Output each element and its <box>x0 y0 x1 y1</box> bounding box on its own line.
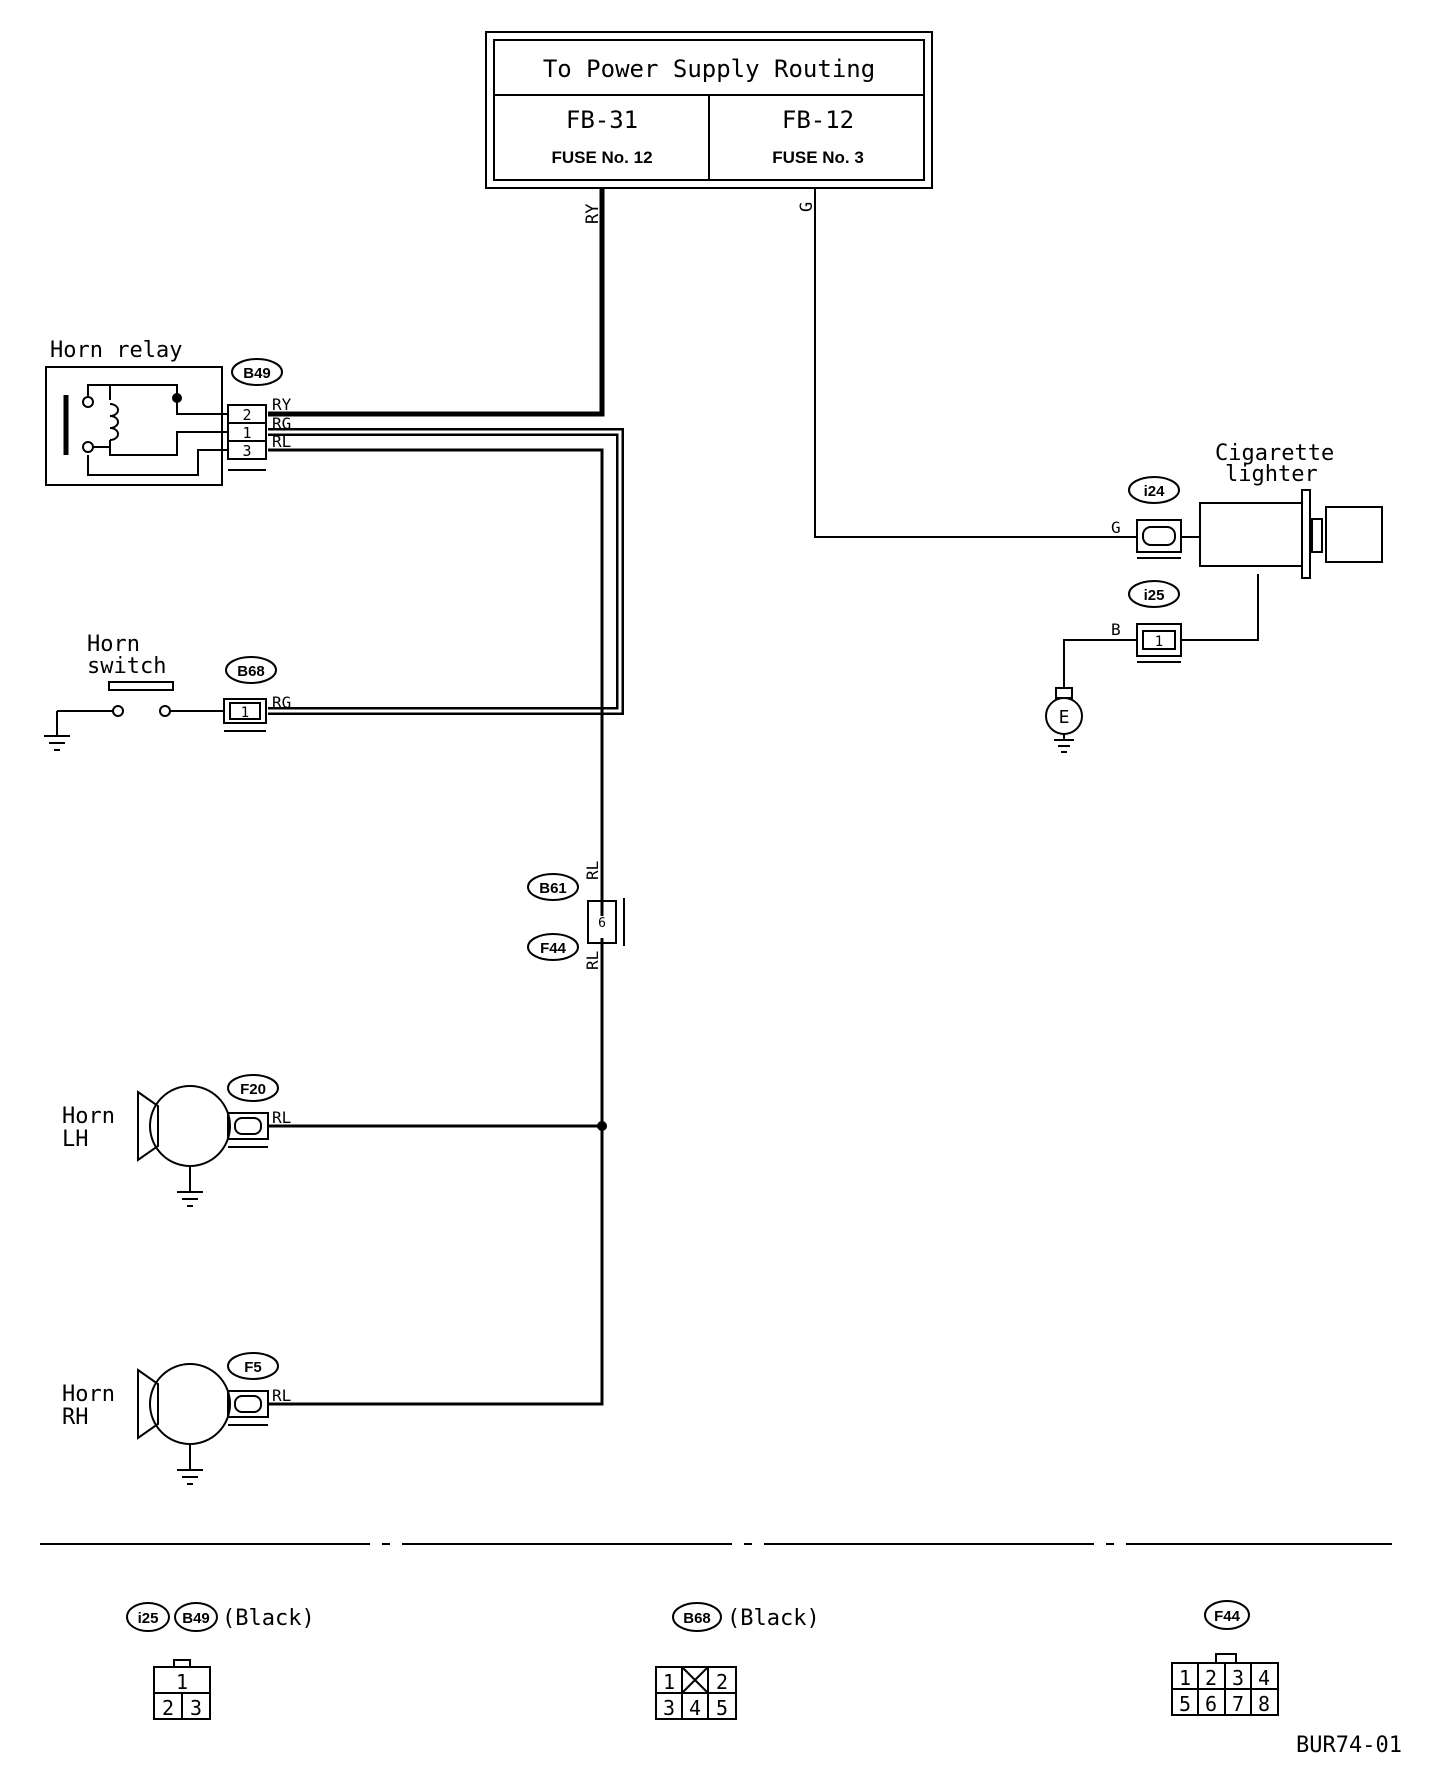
diagram-code: BUR74-01 <box>1296 1733 1402 1758</box>
horn-relay-label: Horn relay <box>50 338 182 363</box>
junction-dot <box>597 1121 607 1131</box>
i24-tag: i24 <box>1128 476 1180 504</box>
label-g-vertical: G <box>797 202 817 212</box>
cig-lighter-label-2: lighter <box>1225 462 1318 487</box>
lighter-body <box>1199 502 1303 567</box>
svg-text:2: 2 <box>1205 1666 1217 1690</box>
power-supply-box: To Power Supply Routing FB-31 FUSE No. 1… <box>485 31 933 189</box>
legend-group-3: F44 1 2 3 4 5 6 7 8 <box>1171 1600 1279 1716</box>
svg-text:4: 4 <box>689 1696 701 1720</box>
label-g: G <box>1111 518 1121 537</box>
svg-text:F20: F20 <box>240 1081 266 1098</box>
svg-text:3: 3 <box>663 1696 675 1720</box>
wires: RY G RY RG RL RG RL RL RL RL G B <box>268 188 1259 1406</box>
i25-pin: 1 <box>1155 634 1163 650</box>
svg-text:i24: i24 <box>1144 483 1166 500</box>
svg-text:3: 3 <box>190 1696 202 1720</box>
svg-text:B68: B68 <box>683 1610 711 1627</box>
f20-connector <box>227 1112 269 1140</box>
svg-text:i25: i25 <box>138 1610 159 1627</box>
horn-rh-label-1: Horn <box>62 1382 115 1407</box>
joint-pin: 6 <box>598 916 606 931</box>
wire-rl-upper <box>268 448 604 916</box>
legend-group-1: i25 B49 (Black) 1 2 3 <box>126 1602 315 1720</box>
svg-text:5: 5 <box>716 1696 728 1720</box>
svg-text:F5: F5 <box>244 1359 262 1376</box>
b49-connector <box>227 404 267 460</box>
label-rl-upper: RL <box>583 861 602 880</box>
legend-1-note: (Black) <box>222 1606 315 1631</box>
svg-text:4: 4 <box>1258 1666 1270 1690</box>
wire-rl-lower <box>268 938 604 1406</box>
b61-label: B61 <box>539 880 567 897</box>
label-rg: RG <box>272 414 291 433</box>
svg-text:E: E <box>1059 707 1070 728</box>
wire-lighter-ground <box>1181 574 1259 641</box>
svg-text:2: 2 <box>162 1696 174 1720</box>
horn-relay-box <box>45 366 223 486</box>
power-box-right-fb: FB-12 <box>782 106 854 134</box>
b61-tag <box>527 873 579 901</box>
svg-text:5: 5 <box>1179 1692 1191 1716</box>
svg-text:1: 1 <box>176 1670 188 1694</box>
power-box-right-fuse: FUSE No. 3 <box>772 148 864 167</box>
horn-switch: Horn switch 1 <box>44 632 267 751</box>
svg-text:i25: i25 <box>1144 587 1165 604</box>
wire-b <box>1063 639 1137 688</box>
svg-text:B49: B49 <box>182 1610 210 1627</box>
label-rl: RL <box>272 432 291 451</box>
f44-tag <box>527 933 579 961</box>
f5-connector <box>227 1390 269 1418</box>
relay-pin-2: 2 <box>242 406 251 424</box>
svg-text:1: 1 <box>663 1670 675 1694</box>
label-ry-vertical: RY <box>583 204 603 224</box>
f44-label: F44 <box>540 940 567 957</box>
svg-text:8: 8 <box>1258 1692 1270 1716</box>
b61-f44-joint: 6 B61 F44 <box>527 873 625 961</box>
b68-connector <box>223 698 267 724</box>
label-b: B <box>1111 620 1121 639</box>
legend-2-note: (Black) <box>727 1606 820 1631</box>
horn-lh-label-1: Horn <box>62 1104 115 1129</box>
cigarette-lighter: Cigarette lighter 1 E <box>1045 441 1383 753</box>
wire-ry <box>268 188 605 417</box>
horn-rh-label-2: RH <box>62 1405 89 1430</box>
relay-pin-3: 3 <box>242 442 251 460</box>
power-box-left-fuse: FUSE No. 12 <box>551 148 652 167</box>
horn-switch-label-1: Horn <box>87 632 140 657</box>
label-ry: RY <box>272 395 292 414</box>
power-box-title: To Power Supply Routing <box>543 55 875 83</box>
wire-rg <box>268 428 624 715</box>
relay-pin-1: 1 <box>242 424 251 442</box>
svg-text:7: 7 <box>1232 1692 1244 1716</box>
horn-rh: Horn RH <box>62 1363 269 1485</box>
f20-tag: F20 <box>227 1074 279 1102</box>
wire-g <box>814 188 1137 538</box>
label-rl-lh: RL <box>272 1108 291 1127</box>
i25-connector <box>1136 623 1182 657</box>
svg-text:2: 2 <box>716 1670 728 1694</box>
horn-relay: Horn relay 2 1 3 <box>45 338 267 486</box>
horn-lh-label-2: LH <box>62 1127 89 1152</box>
svg-text:3: 3 <box>1232 1666 1244 1690</box>
svg-text:F44: F44 <box>1214 1608 1241 1625</box>
svg-text:1: 1 <box>1179 1666 1191 1690</box>
horn-switch-label-2: switch <box>87 654 166 679</box>
b68-pin: 1 <box>241 705 249 721</box>
f5-tag: F5 <box>227 1352 279 1380</box>
legend-group-2: B68 (Black) 1 2 3 4 5 <box>655 1602 820 1720</box>
label-rl-rh: RL <box>272 1386 291 1405</box>
b68-tag: B68 <box>225 656 277 684</box>
label-rl-lower: RL <box>583 951 602 970</box>
b49-tag: B49 <box>231 358 283 386</box>
i25-tag: i25 <box>1128 580 1180 608</box>
svg-text:B49: B49 <box>243 365 271 382</box>
horn-lh: Horn LH <box>62 1085 269 1207</box>
svg-text:B68: B68 <box>237 663 265 680</box>
svg-text:6: 6 <box>1205 1692 1217 1716</box>
power-box-left-fb: FB-31 <box>566 106 638 134</box>
label-rg-switch: RG <box>272 693 291 712</box>
cig-lighter-label-1: Cigarette <box>1215 441 1334 466</box>
